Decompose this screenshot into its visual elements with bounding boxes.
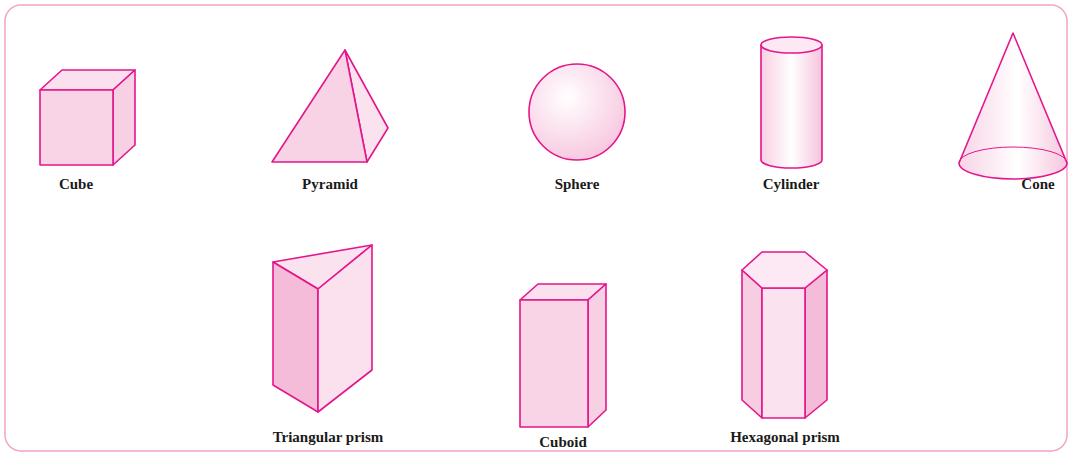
shape-label: Cuboid xyxy=(539,433,587,451)
shape-label: Pyramid xyxy=(302,175,358,193)
shape-label: Hexagonal prism xyxy=(730,428,840,446)
shape-label: Cone xyxy=(1021,175,1054,193)
shape-label: Triangular prism xyxy=(273,428,384,446)
shape-label: Cylinder xyxy=(763,175,820,193)
shape-label: Cube xyxy=(59,175,93,193)
shape-label: Sphere xyxy=(555,175,600,193)
